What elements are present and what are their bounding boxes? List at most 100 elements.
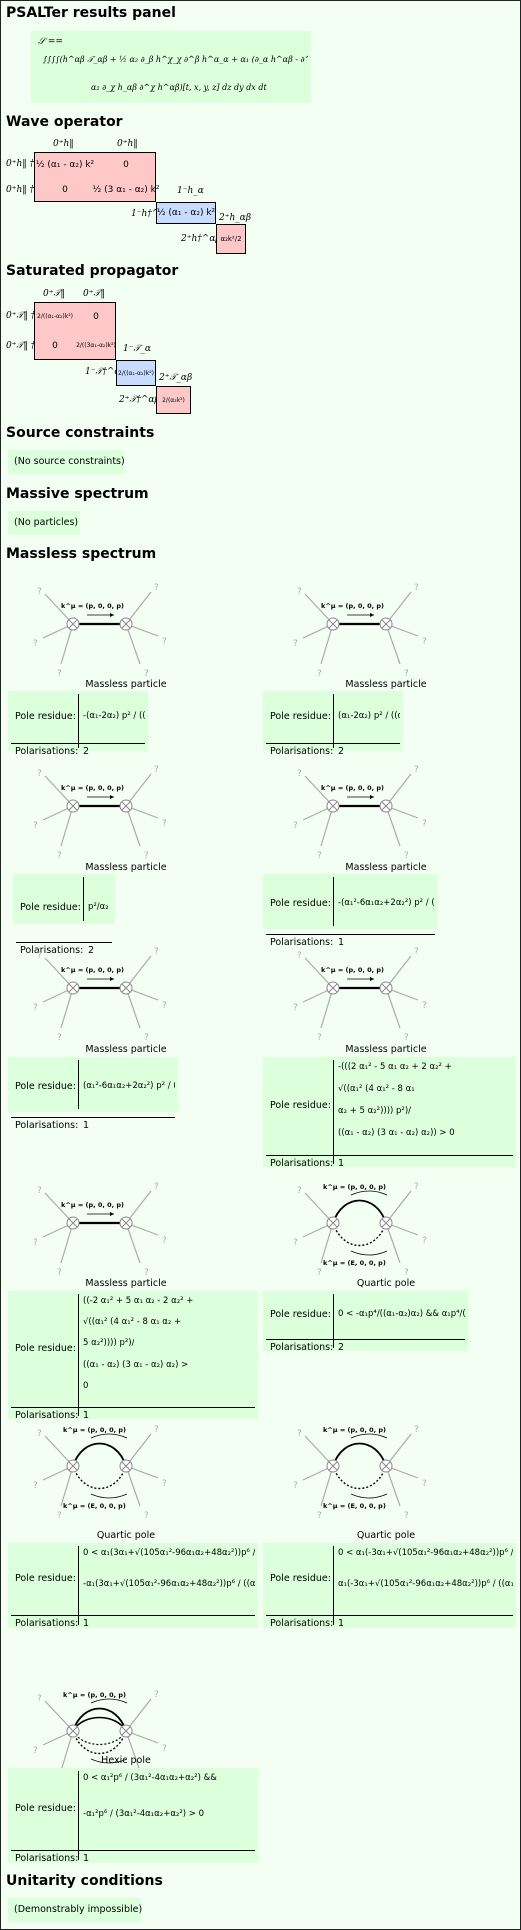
wave-row-label-2: 0⁺h‖ † xyxy=(6,185,35,195)
vertex-cross xyxy=(68,1726,78,1736)
unknown-vertex-mark: ? xyxy=(33,1003,38,1013)
external-leg xyxy=(125,805,141,847)
external-leg xyxy=(320,1222,334,1264)
unknown-vertex-mark: ? xyxy=(414,1425,419,1435)
pole-residue-value: -(α₁²-6α₁α₂+2α₂²) p² / ((α₁-α₂)(3α₁-α₂)α… xyxy=(338,898,435,908)
pole-residue-value: 0 < α₁(-3α₁+√(105α₁²-96α₁α₂+48α₂²))p⁶ / … xyxy=(338,1548,513,1558)
unknown-vertex-mark: ? xyxy=(57,1268,62,1278)
momentum-label-rev: k^μ = (E, 0, 0, p) xyxy=(323,1502,386,1510)
pole-residue-label: Pole residue: xyxy=(15,1573,76,1584)
table-divider-h xyxy=(266,1615,513,1616)
wave-row-label-1: 0⁺h‖ † xyxy=(6,159,35,169)
wave-cell-12: 0 xyxy=(123,159,129,170)
external-leg xyxy=(125,987,141,1029)
unknown-vertex-mark: ? xyxy=(293,821,298,831)
vertex-cross xyxy=(328,1461,338,1471)
polarisations-value: 2 xyxy=(338,746,345,757)
pole-residue-value: ((-2 α₁² + 5 α₁ α₂ - 2 α₂² + xyxy=(83,1296,194,1306)
unknown-vertex-mark: ? xyxy=(154,947,159,957)
table-divider-h xyxy=(266,743,400,744)
vertex-cross xyxy=(328,1218,338,1228)
unknown-vertex-mark: ? xyxy=(33,1481,38,1491)
unknown-vertex-mark: ? xyxy=(154,1425,159,1435)
vertex-cross xyxy=(328,983,338,993)
arrow-head xyxy=(370,977,374,981)
particle-caption: Quartic pole xyxy=(356,1530,416,1541)
action-line2: α₂ ∂_χ h_αβ ∂^χ h^αβ)[t, x, y, z] dz dy … xyxy=(91,83,267,92)
table-divider-h xyxy=(11,1117,175,1118)
vertex-cross xyxy=(381,1461,391,1471)
momentum-label: k^μ = (p, 0, 0, p) xyxy=(321,784,384,792)
propagator-arc xyxy=(72,1442,127,1467)
polarisations-label: Polarisations: xyxy=(270,1342,334,1353)
wave-cell-44: α₂k²/2 xyxy=(220,235,242,243)
momentum-label: k^μ = (p, 0, 0, p) xyxy=(321,602,384,610)
external-leg xyxy=(125,1730,141,1772)
external-leg xyxy=(44,1192,74,1224)
pole-residue-value: √((α₁² (4 α₁² - 8 α₁ xyxy=(338,1084,415,1094)
external-leg xyxy=(125,591,152,625)
unknown-vertex-mark: ? xyxy=(33,1238,38,1248)
prop-cell-12: 0 xyxy=(93,311,99,322)
polarisations-value: 1 xyxy=(83,1618,90,1629)
pole-residue-value: 0 < α₁²p⁶ / (3α₁²-4α₁α₂+α₂²) && xyxy=(83,1773,217,1783)
polarisations-label: Polarisations: xyxy=(270,937,334,948)
pole-residue-table: Pole residue:(α₁-2α₂) p² / ((α₁-α₂)α₂) >… xyxy=(263,691,403,757)
table-divider-h xyxy=(266,934,435,935)
external-leg xyxy=(385,1465,401,1507)
unitarity-conditions-box: (Demonstrably impossible) xyxy=(8,1898,142,1922)
vertex-cross xyxy=(68,1461,78,1471)
unknown-vertex-mark: ? xyxy=(162,1744,167,1754)
unknown-vertex-mark: ? xyxy=(162,637,167,647)
prop-cell-11: 2/((α₁-α₂)k²) xyxy=(37,313,73,320)
unknown-vertex-mark: ? xyxy=(57,669,62,679)
unknown-vertex-mark: ? xyxy=(317,1511,322,1521)
unknown-vertex-mark: ? xyxy=(293,1003,298,1013)
unknown-vertex-mark: ? xyxy=(37,587,42,597)
external-leg xyxy=(320,987,334,1029)
propagator-arc-dashed xyxy=(332,1222,387,1247)
unknown-vertex-mark: ? xyxy=(154,765,159,775)
pole-residue-table: Pole residue:0 < α₁(3α₁+√(105α₁²-96α₁α₂+… xyxy=(8,1543,258,1629)
pole-residue-value: -(((2 α₁² - 5 α₁ α₂ + 2 α₂² + xyxy=(338,1062,452,1072)
unknown-vertex-mark: ? xyxy=(33,821,38,831)
prop-block-spin1 xyxy=(116,360,156,386)
unknown-vertex-mark: ? xyxy=(33,639,38,649)
feynman-diagram: ??????k^μ = (p, 0, 0, p)k^μ = (E, 0, 0, … xyxy=(293,1425,427,1521)
unknown-vertex-mark: ? xyxy=(293,639,298,649)
external-leg xyxy=(304,775,334,807)
external-leg xyxy=(385,623,401,665)
particle-caption: Massless particle xyxy=(85,862,167,873)
unknown-vertex-mark: ? xyxy=(297,1429,302,1439)
momentum-label: k^μ = (p, 0, 0, p) xyxy=(61,602,124,610)
momentum-arrow-rev xyxy=(350,1493,388,1499)
table-divider-h xyxy=(11,1407,255,1408)
particle-caption: Massless particle xyxy=(345,1044,427,1055)
propagator-arc-inner xyxy=(72,1716,127,1732)
propagator-arc-dashed xyxy=(72,1730,127,1755)
external-leg xyxy=(304,593,334,625)
unknown-vertex-mark: ? xyxy=(144,1268,149,1278)
momentum-arrow-rev xyxy=(350,1250,388,1256)
unknown-vertex-mark: ? xyxy=(422,1479,427,1489)
polarisations-label: Polarisations: xyxy=(15,1120,79,1131)
wave-cell-21: 0 xyxy=(62,184,68,195)
pole-residue-value: α₂ + 5 α₂²)))) p²)/ xyxy=(338,1106,412,1116)
feynman-diagram: ??????k^μ = (p, 0, 0, p) xyxy=(293,765,427,861)
feynman-diagram: ??????k^μ = (p, 0, 0, p) xyxy=(33,765,167,861)
unknown-vertex-mark: ? xyxy=(37,1694,42,1704)
vertex-cross xyxy=(328,801,338,811)
vertex-cross xyxy=(68,983,78,993)
external-leg xyxy=(320,1465,334,1507)
polarisations-label: Polarisations: xyxy=(270,1158,334,1169)
propagator-arc-dashed xyxy=(332,1465,387,1490)
particle-caption: Quartic pole xyxy=(356,1278,416,1289)
vertex-cross xyxy=(68,619,78,629)
polarisations-label: Polarisations: xyxy=(15,1853,79,1864)
unknown-vertex-mark: ? xyxy=(404,1511,409,1521)
polarisations-value: 2 xyxy=(83,746,90,757)
feynman-diagram: ??????k^μ = (p, 0, 0, p) xyxy=(33,583,167,679)
vertex-cross xyxy=(328,619,338,629)
external-leg xyxy=(60,623,74,665)
unknown-vertex-mark: ? xyxy=(293,1238,298,1248)
